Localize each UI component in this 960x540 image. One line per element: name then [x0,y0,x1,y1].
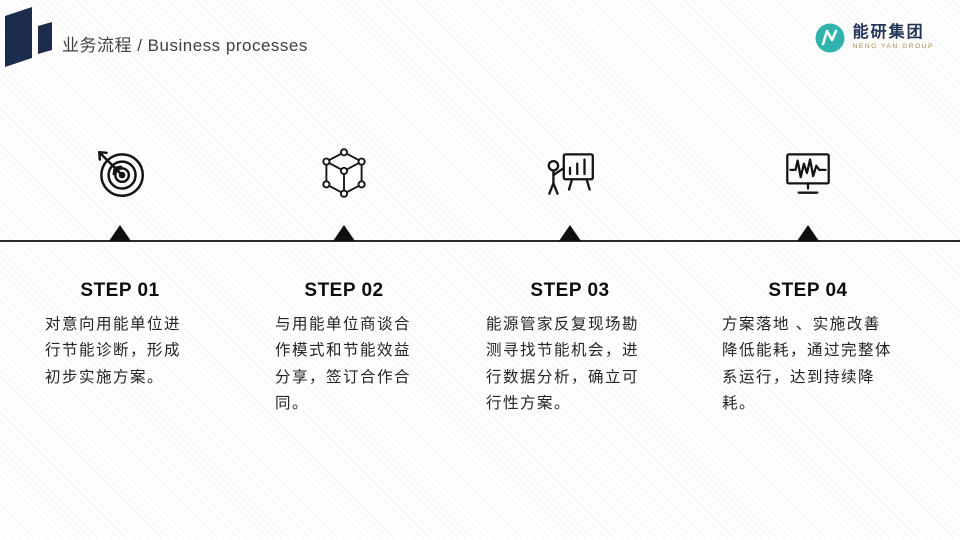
nengyan-logo-icon [815,23,845,53]
logo-name-en: NENG YAN GROUP [852,43,934,51]
step-column-3: STEP 03 能源管家反复现场勘测寻找节能机会，进行数据分析，确立可行性方案。 [470,144,670,417]
step-1-label: STEP 01 [80,280,160,301]
company-logo: 能研集团 NENG YAN GROUP [814,22,934,54]
page-title-text: 业务流程 / Business processes [62,36,308,55]
timeline-marker-1 [109,225,131,241]
presenter-chart-icon [547,153,594,195]
step-column-2: STEP 02 与用能单位商谈合作模式和节能效益分享，签订合作合同。 [244,144,444,417]
page-title: 业务流程 / Business processes [62,31,308,56]
logo-name-zh: 能研集团 [852,24,925,42]
step-2-text: 与用能单位商谈合作模式和节能效益分享，签订合作合同。 [275,316,412,413]
step-1-icon-wrap [20,144,220,206]
timeline-marker-3 [559,225,581,241]
step-2-label: STEP 02 [304,280,384,301]
step-4-text: 方案落地 、实施改善 降低能耗，通过完整体系运行，达到持续降耗。 [722,316,893,413]
step-column-1: STEP 01 对意向用能单位进行节能诊断，形成初步实施方案。 [20,144,220,391]
step-2-icon-wrap [244,144,444,206]
step-3-text: 能源管家反复现场勘测寻找节能机会，进行数据分析，确立可行性方案。 [486,316,640,413]
step-3-label: STEP 03 [530,280,610,301]
corner-ribbon-shape [5,7,52,67]
step-4-label: STEP 04 [768,280,848,301]
step-column-4: STEP 04 方案落地 、实施改善 降低能耗，通过完整体系运行，达到持续降耗。 [708,144,908,417]
step-3-icon-wrap [470,144,670,206]
slide-header: 业务流程 / Business processes 能研集团 NENG YAN … [0,0,960,72]
logo-text: 能研集团 NENG YAN GROUP [853,25,934,51]
target-dart-icon [98,151,145,198]
timeline-marker-4 [797,225,819,241]
cube-network-icon [322,148,366,198]
timeline-marker-2 [333,225,355,241]
monitor-waveform-icon [786,153,830,194]
timeline-line [0,240,960,242]
step-1-text: 对意向用能单位进行节能诊断，形成初步实施方案。 [45,316,182,386]
step-4-icon-wrap [708,144,908,206]
